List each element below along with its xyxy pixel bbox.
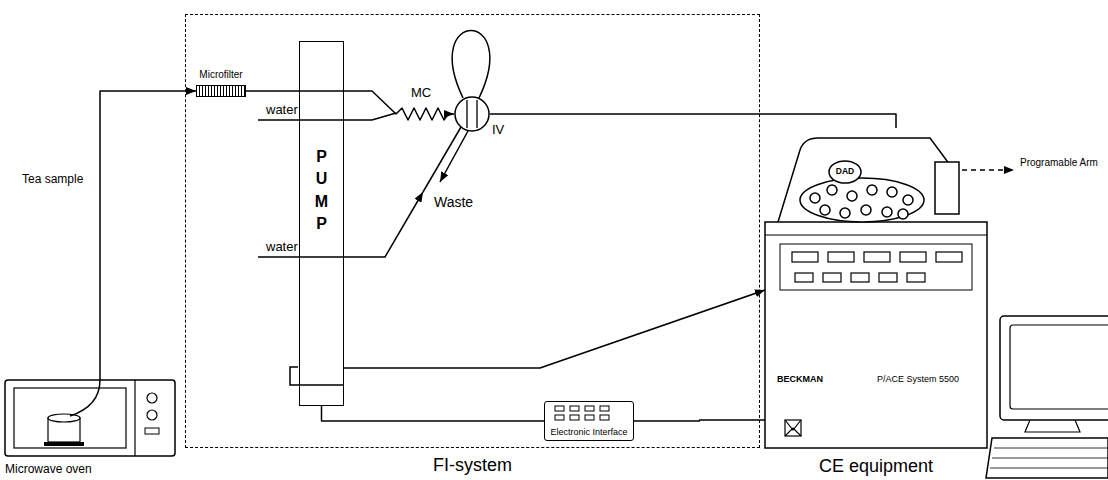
- tube-line: [100, 91, 196, 380]
- circle-shape: [455, 97, 489, 131]
- node-label: DAD: [836, 166, 854, 176]
- keypad: [545, 402, 633, 426]
- node-label: IV: [492, 122, 504, 138]
- water-tube: [423, 127, 461, 192]
- node-label: PUMP: [314, 146, 330, 236]
- stream-label: water: [266, 102, 298, 118]
- system-region: FI-systemMicrofilterPUMPIVElectronic Int…: [185, 14, 760, 448]
- water-tube: [258, 192, 423, 257]
- key: [555, 406, 564, 411]
- stream-label: Waste: [434, 194, 473, 211]
- filter-box: Microfilter: [196, 85, 246, 97]
- circle-outline: [454, 96, 490, 132]
- brand-label: BECKMAN: [777, 374, 823, 385]
- ce-instrument: [765, 138, 1014, 448]
- waste-tube: [440, 131, 468, 182]
- pump-box: PUMP: [299, 41, 344, 406]
- key: [570, 415, 579, 420]
- pump-tube: [290, 367, 343, 385]
- key: [585, 415, 594, 420]
- computer: [986, 316, 1108, 478]
- tube-line: [490, 114, 896, 128]
- ellipse-shape: [829, 161, 861, 183]
- key: [600, 406, 609, 411]
- stream-label: water: [266, 239, 298, 255]
- key: [600, 415, 609, 420]
- key: [585, 406, 594, 411]
- region-title: FI-system: [433, 455, 512, 477]
- detector-ellipse: DAD: [828, 160, 862, 184]
- sample-loop: [452, 31, 490, 99]
- node-label: Microwave oven: [5, 462, 92, 476]
- microwave-oven: [5, 380, 175, 456]
- instrument-box: CE equipmentBECKMANP/ACE System 5500DAD: [765, 128, 987, 448]
- valve-circle: IV: [454, 96, 490, 132]
- interface-box: Electronic Interface: [544, 401, 634, 441]
- valve-port: [476, 100, 477, 128]
- edge-label: Tea sample: [20, 172, 85, 186]
- model-label: P/ACE System 5500: [877, 374, 959, 385]
- tube-line: [322, 406, 545, 421]
- node-label: Electronic Interface: [550, 427, 627, 438]
- node-title: CE equipment: [819, 456, 933, 478]
- tube-line: [344, 290, 765, 368]
- part-label: Programable Arm: [1020, 157, 1098, 169]
- valve-port: [466, 100, 467, 128]
- node-label: Microfilter: [199, 69, 242, 81]
- key: [570, 406, 579, 411]
- tube-line: [634, 420, 765, 421]
- key: [555, 415, 564, 420]
- part-label: MC: [411, 85, 431, 101]
- oven-box: Microwave oven: [5, 380, 175, 456]
